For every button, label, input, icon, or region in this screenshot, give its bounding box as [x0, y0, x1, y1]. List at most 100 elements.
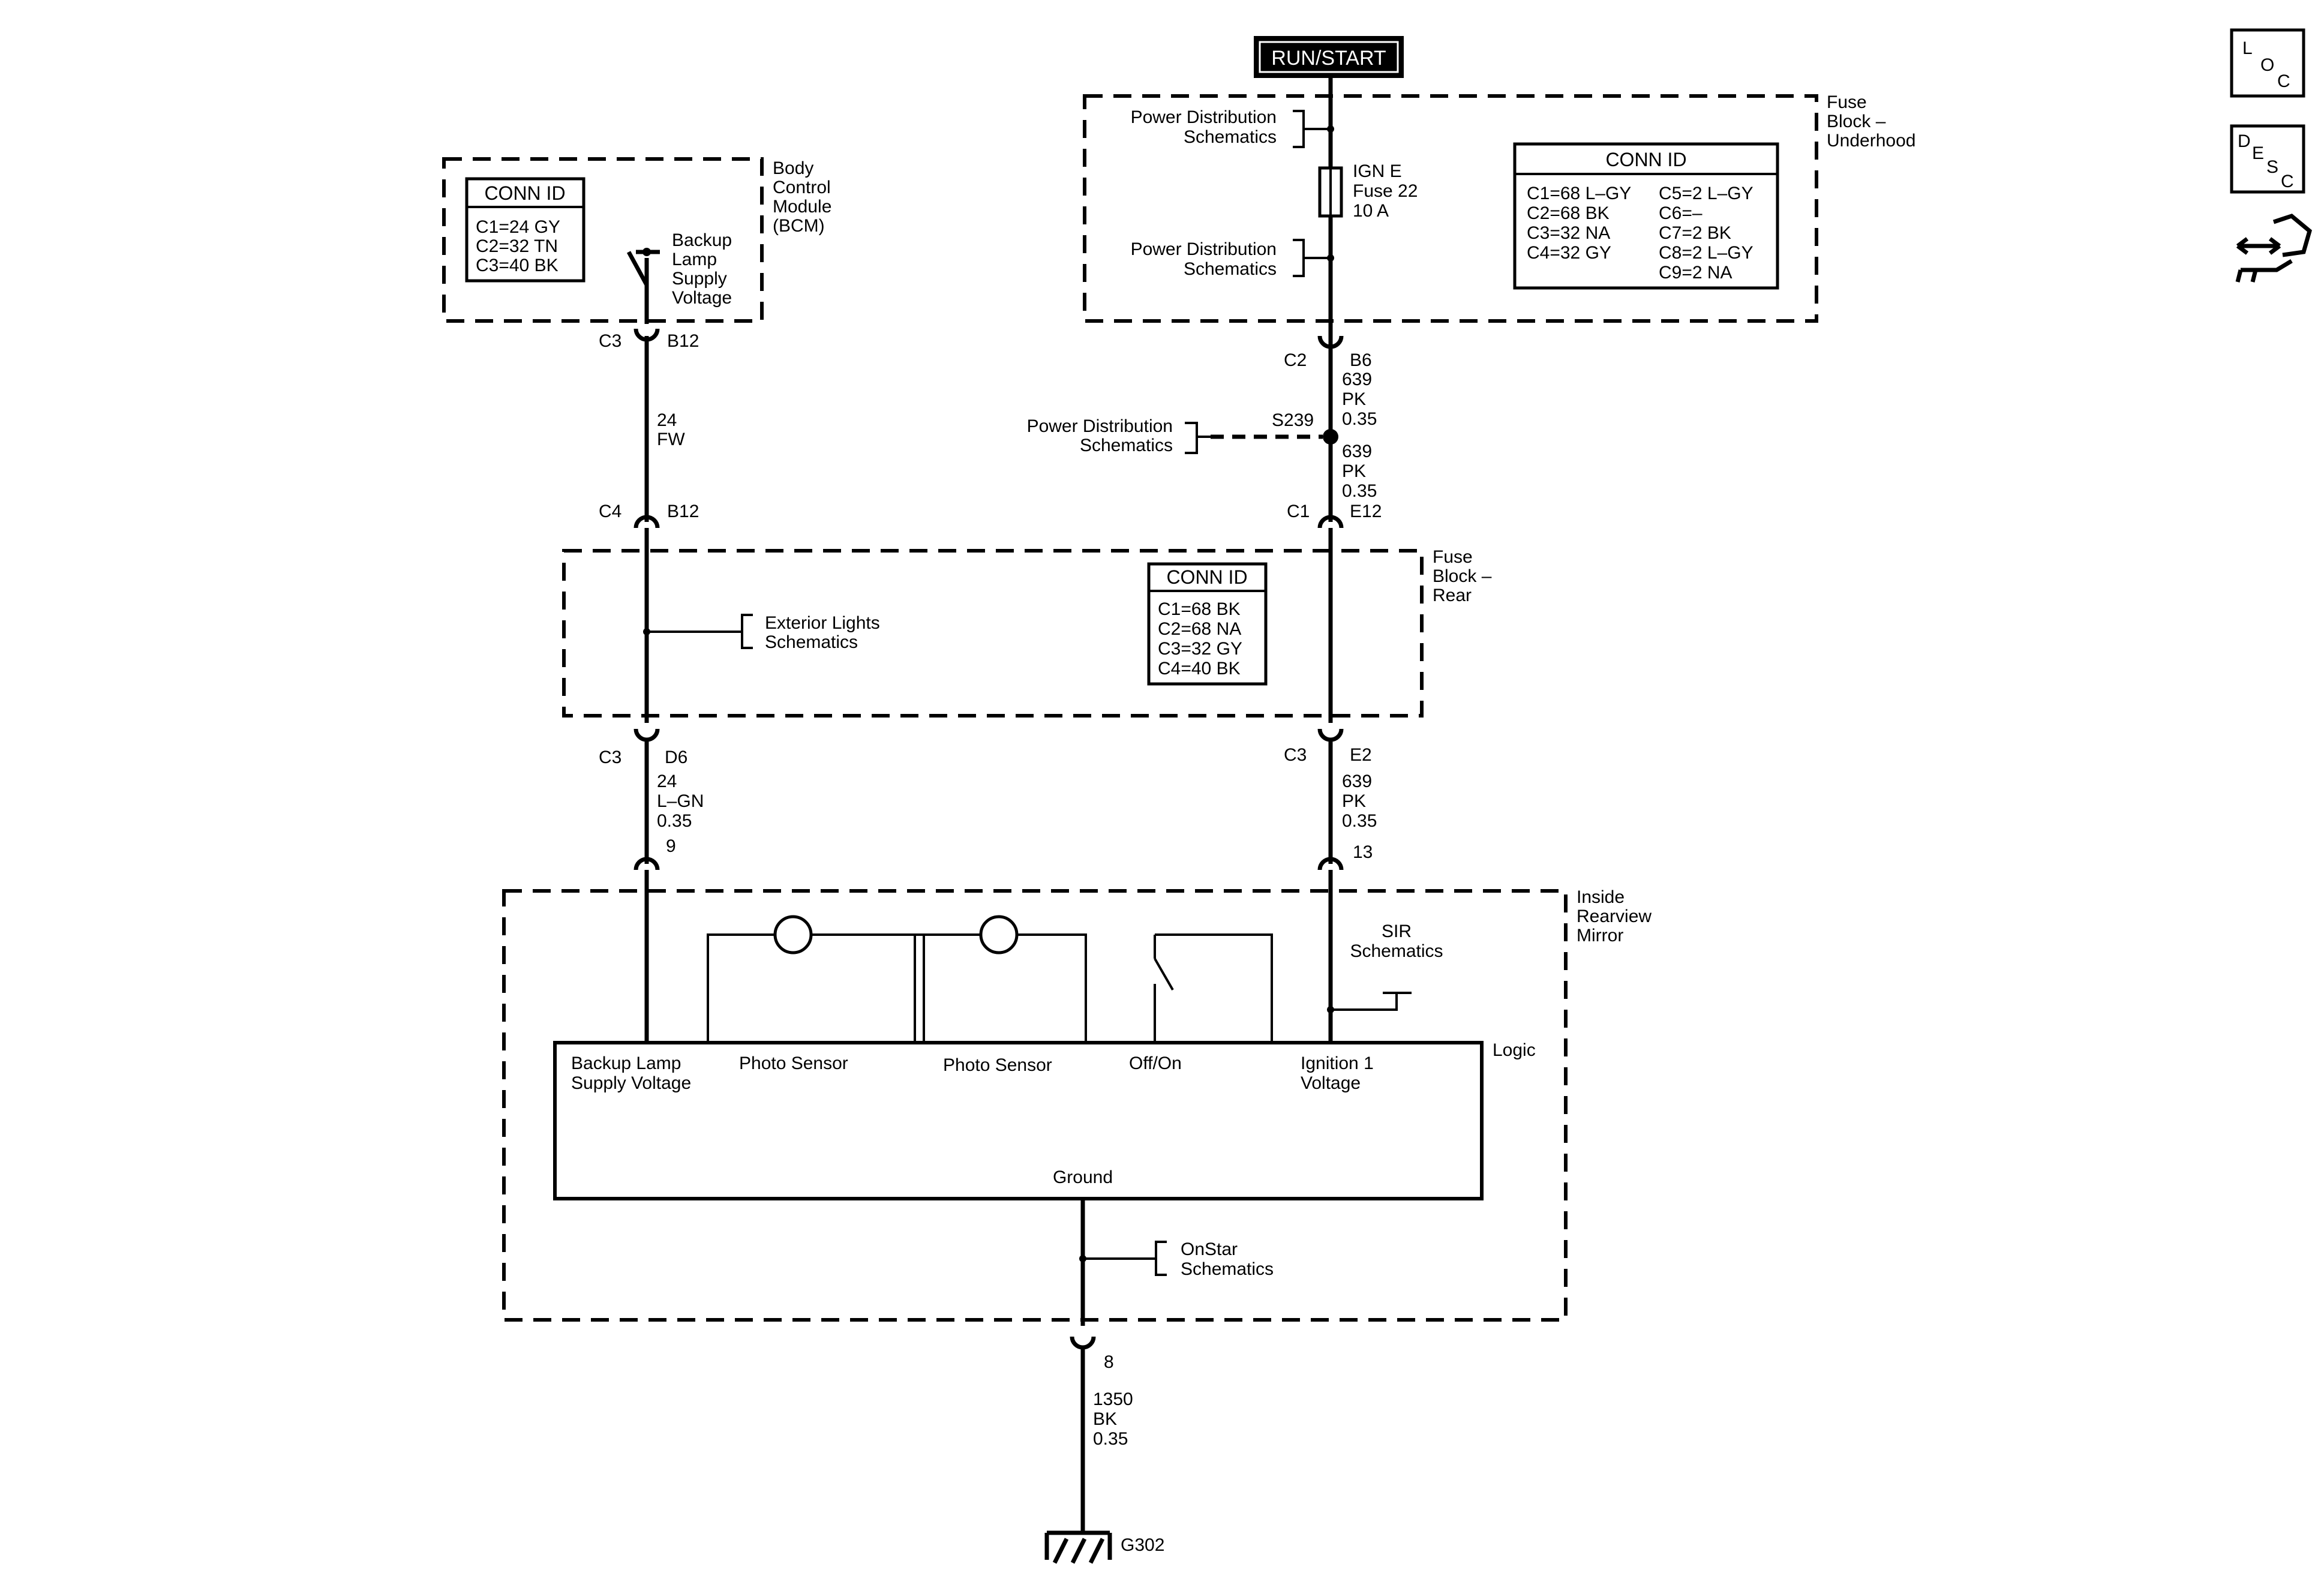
connector-tool-icon[interactable] — [2235, 214, 2312, 283]
svg-text:9: 9 — [666, 836, 676, 856]
svg-text:Backup Lamp: Backup Lamp — [571, 1053, 681, 1073]
svg-text:C: C — [2281, 172, 2294, 191]
desc-icon[interactable]: D E S C — [2230, 124, 2305, 194]
svg-text:BK: BK — [1093, 1409, 1117, 1429]
svg-text:639: 639 — [1342, 370, 1372, 389]
svg-text:CONN ID: CONN ID — [484, 182, 565, 204]
ground-g302: G302 — [1044, 1530, 1164, 1564]
svg-text:C8=2 L–GY: C8=2 L–GY — [1659, 243, 1753, 263]
svg-text:C4: C4 — [599, 502, 621, 521]
svg-text:D6: D6 — [665, 748, 687, 767]
svg-text:0.35: 0.35 — [1342, 811, 1377, 831]
splice-s239: S239 Power Distribution Schematics — [1027, 410, 1338, 455]
svg-text:Block –: Block – — [1433, 566, 1492, 586]
svg-text:Rearview: Rearview — [1577, 906, 1652, 926]
rear-conn-id-table: CONN ID C1=68 BK C2=68 NA C3=32 GY C4=40… — [1147, 562, 1268, 686]
svg-text:Fuse: Fuse — [1827, 92, 1867, 112]
svg-text:E12: E12 — [1350, 502, 1382, 521]
underhood-conn-id-table: CONN ID C1=68 L–GY C2=68 BK C3=32 NA C4=… — [1513, 142, 1779, 290]
ref-exterior-lights: Exterior Lights Schematics — [643, 613, 880, 652]
ref-power-dist-top: Power Distribution Schematics — [1131, 107, 1331, 148]
svg-text:Schematics: Schematics — [1350, 941, 1443, 961]
svg-text:C1=68 L–GY: C1=68 L–GY — [1527, 184, 1631, 203]
svg-text:C3=32 GY: C3=32 GY — [1158, 639, 1242, 659]
svg-text:Off/On: Off/On — [1129, 1053, 1182, 1073]
svg-text:0.35: 0.35 — [1342, 481, 1377, 501]
ref-power-dist-bottom: Power Distribution Schematics — [1131, 239, 1331, 279]
mirror-pin-9: 9 — [633, 836, 676, 870]
svg-text:OnStar: OnStar — [1181, 1239, 1238, 1259]
svg-text:Rear: Rear — [1433, 586, 1472, 605]
svg-text:0.35: 0.35 — [1093, 1429, 1128, 1449]
svg-text:FW: FW — [657, 430, 685, 449]
ref-sir: SIR Schematics — [1327, 921, 1443, 1013]
svg-text:Fuse 22: Fuse 22 — [1353, 181, 1418, 201]
fuse-block-underhood: Fuse Block – Underhood Power Distributio… — [1083, 78, 1915, 324]
svg-text:639: 639 — [1342, 442, 1372, 461]
svg-text:Power Distribution: Power Distribution — [1131, 107, 1277, 127]
svg-text:C3=40 BK: C3=40 BK — [476, 256, 559, 275]
svg-text:Power Distribution: Power Distribution — [1131, 239, 1277, 259]
photo-sensor-1 — [707, 915, 925, 1043]
svg-text:Power Distribution: Power Distribution — [1027, 416, 1173, 436]
svg-text:639: 639 — [1342, 772, 1372, 791]
mirror-pin-13: 13 — [1317, 842, 1373, 870]
loc-icon[interactable]: L O C — [2230, 28, 2305, 98]
svg-text:G302: G302 — [1121, 1535, 1164, 1555]
logic-block: Logic Backup Lamp Supply Voltage Photo S… — [553, 1040, 1536, 1200]
svg-text:Photo Sensor: Photo Sensor — [943, 1055, 1052, 1075]
bcm-module: Body Control Module (BCM) CONN ID C1=24 … — [442, 157, 831, 324]
svg-text:C: C — [2277, 71, 2290, 91]
svg-text:C2=32 TN: C2=32 TN — [476, 236, 558, 256]
connector-rear-c4: C4 B12 — [599, 502, 699, 529]
svg-text:Logic: Logic — [1493, 1040, 1536, 1060]
svg-text:C2=68 NA: C2=68 NA — [1158, 619, 1241, 639]
svg-text:C2=68 BK: C2=68 BK — [1527, 203, 1610, 223]
photo-sensor-2 — [914, 915, 1087, 1043]
fuse-22: IGN E Fuse 22 10 A — [1318, 161, 1418, 221]
svg-text:CONN ID: CONN ID — [1166, 566, 1247, 588]
svg-text:B12: B12 — [667, 502, 699, 521]
svg-text:Control: Control — [773, 178, 831, 197]
svg-text:Schematics: Schematics — [1080, 436, 1173, 455]
svg-text:C3: C3 — [599, 748, 621, 767]
svg-text:Schematics: Schematics — [1184, 127, 1277, 147]
svg-text:C3: C3 — [1284, 745, 1307, 765]
svg-text:SIR: SIR — [1382, 921, 1412, 941]
svg-text:E2: E2 — [1350, 745, 1372, 765]
svg-text:1350: 1350 — [1093, 1389, 1133, 1409]
svg-text:Module: Module — [773, 197, 831, 217]
svg-text:(BCM): (BCM) — [773, 216, 825, 236]
svg-text:S: S — [2266, 157, 2278, 177]
run-start-source: RUN/START — [1254, 36, 1404, 78]
svg-text:0.35: 0.35 — [1342, 409, 1377, 429]
svg-text:Photo Sensor: Photo Sensor — [739, 1053, 848, 1073]
svg-text:Backup: Backup — [672, 230, 732, 250]
svg-text:C1=68 BK: C1=68 BK — [1158, 599, 1241, 619]
svg-text:10 A: 10 A — [1353, 201, 1389, 221]
connector-underhood-c2: C2 B6 — [1284, 335, 1372, 370]
svg-text:C5=2 L–GY: C5=2 L–GY — [1659, 184, 1753, 203]
svg-text:24: 24 — [657, 410, 677, 430]
svg-text:Block –: Block – — [1827, 112, 1886, 131]
svg-text:13: 13 — [1353, 842, 1373, 862]
ref-onstar: OnStar Schematics — [1079, 1239, 1274, 1279]
svg-text:IGN E: IGN E — [1353, 161, 1402, 181]
svg-text:C1: C1 — [1287, 502, 1310, 521]
svg-text:Body: Body — [773, 158, 813, 178]
svg-text:Voltage: Voltage — [672, 288, 732, 308]
connector-rear-c1: C1 E12 — [1287, 502, 1382, 529]
bcm-backup-switch — [626, 248, 660, 324]
svg-text:Voltage: Voltage — [1301, 1073, 1361, 1093]
svg-text:C3=32 NA: C3=32 NA — [1527, 223, 1610, 243]
run-start-label: RUN/START — [1271, 47, 1386, 70]
svg-text:Supply Voltage: Supply Voltage — [571, 1073, 691, 1093]
svg-text:8: 8 — [1104, 1352, 1114, 1372]
svg-text:C2: C2 — [1284, 350, 1307, 370]
svg-text:O: O — [2260, 55, 2274, 75]
svg-text:L: L — [2242, 38, 2253, 58]
svg-text:PK: PK — [1342, 791, 1366, 811]
connector-ground-pin-8: 8 — [1070, 1336, 1114, 1372]
svg-text:Mirror: Mirror — [1577, 926, 1623, 945]
